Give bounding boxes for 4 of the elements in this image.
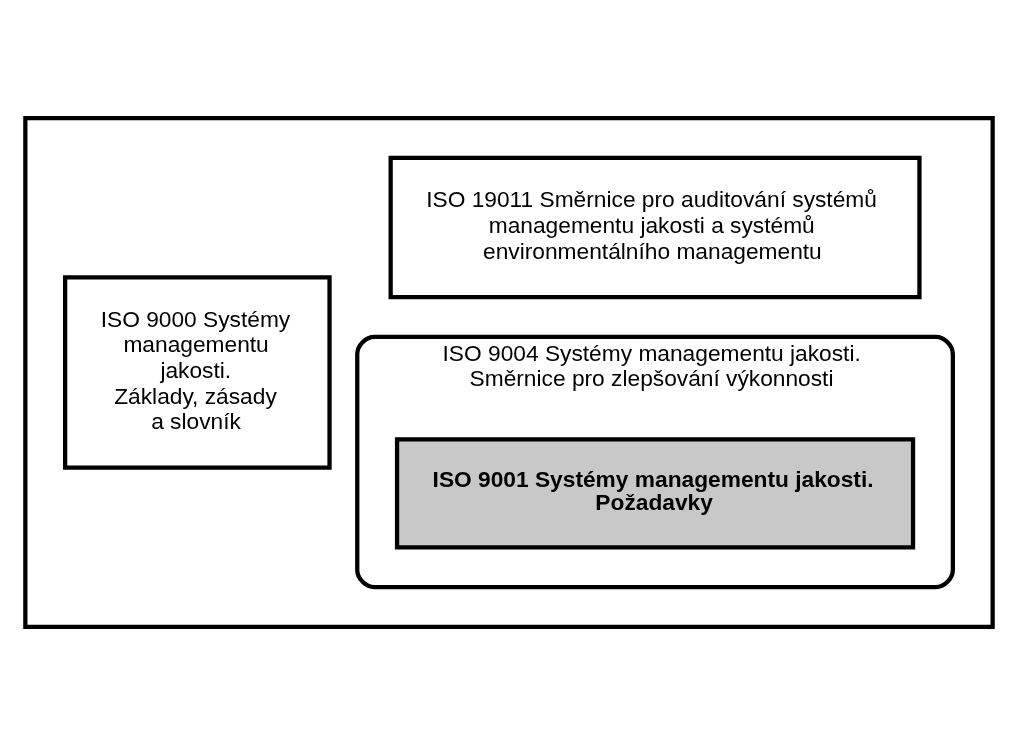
- node-box: ISO 19011 Směrnice pro auditování systémů managementu jakosti a systémů environmentálního managementu: [388, 155, 922, 300]
- cluster: [23, 115, 995, 630]
- node-box: ISO 9000 Systémy managementu jakosti. Základy, zásady a slovník: [63, 275, 332, 470]
- node-box: ISO 9001 Systémy managementu jakosti. Požadavky: [394, 437, 916, 550]
